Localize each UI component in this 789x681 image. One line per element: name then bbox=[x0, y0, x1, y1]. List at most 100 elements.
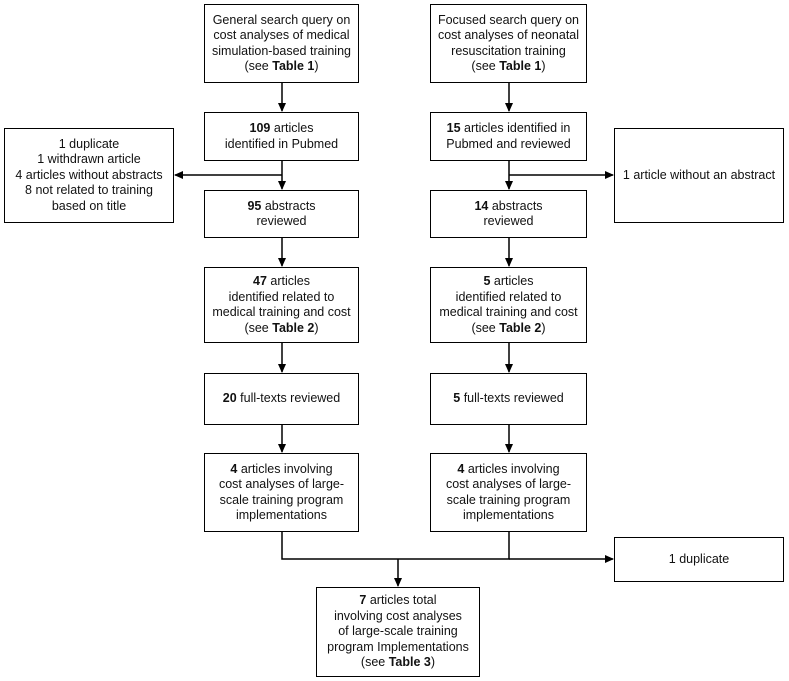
text-line: of large-scale training bbox=[327, 624, 469, 640]
text-segment: 1 article without an abstract bbox=[622, 167, 776, 182]
text-line: 1 duplicate bbox=[15, 137, 162, 153]
text-segment: simulation-based training bbox=[212, 43, 351, 58]
bold-text-segment: 5 bbox=[453, 391, 461, 406]
text-line: 1 withdrawn article bbox=[15, 152, 162, 168]
right-fulltext-text: 5 full-texts reviewed bbox=[453, 391, 563, 407]
text-segment: implementations bbox=[462, 508, 554, 522]
text-segment: (see bbox=[360, 655, 389, 670]
bold-text-segment: 20 bbox=[222, 391, 237, 406]
text-segment: full-texts reviewed bbox=[460, 391, 564, 406]
bold-text-segment: 47 bbox=[253, 274, 267, 288]
text-line: reviewed bbox=[474, 214, 542, 230]
text-line: Focused search query on bbox=[438, 13, 579, 29]
text-segment: implementations bbox=[235, 508, 327, 522]
text-line: cost analyses of neonatal bbox=[438, 28, 579, 44]
left-fulltext-box: 20 full-texts reviewed bbox=[204, 373, 359, 425]
text-line: cost analyses of large- bbox=[446, 477, 571, 493]
text-segment: of large-scale training bbox=[338, 624, 458, 639]
text-segment: General search query on bbox=[212, 12, 351, 27]
right-excluded-text: 1 article without an abstract bbox=[623, 168, 775, 184]
merge-connector bbox=[281, 532, 510, 560]
text-line: 14 abstracts bbox=[474, 199, 542, 215]
duplicate-box: 1 duplicate bbox=[614, 537, 784, 582]
text-segment: involving cost analyses bbox=[334, 608, 462, 623]
text-segment: ) bbox=[314, 59, 319, 73]
text-line: scale training program bbox=[446, 493, 571, 509]
text-line: 4 articles involving bbox=[219, 462, 344, 478]
bold-text-segment: 95 bbox=[247, 198, 262, 213]
text-line: (see Table 1) bbox=[212, 59, 351, 75]
text-segment: scale training program bbox=[446, 492, 571, 507]
bold-text-segment: 4 bbox=[230, 461, 238, 476]
text-segment: articles involving bbox=[237, 461, 333, 476]
text-line: 4 articles without abstracts bbox=[15, 168, 162, 184]
text-segment: cost analyses of neonatal bbox=[437, 28, 580, 42]
text-line: Pubmed and reviewed bbox=[446, 137, 570, 153]
text-segment: (see bbox=[471, 320, 500, 335]
text-line: cost analyses of medical bbox=[212, 28, 351, 44]
text-segment: cost analyses of large- bbox=[445, 477, 572, 491]
text-line: 5 full-texts reviewed bbox=[453, 391, 563, 407]
text-line: implementations bbox=[219, 508, 344, 524]
text-segment: abstracts bbox=[261, 198, 316, 213]
text-segment: ) bbox=[541, 320, 546, 335]
text-line: 1 article without an abstract bbox=[623, 168, 775, 184]
text-line: 95 abstracts bbox=[247, 199, 315, 215]
bold-text-segment: Table 1 bbox=[272, 59, 315, 73]
text-line: 8 not related to training bbox=[15, 183, 162, 199]
text-line: scale training program bbox=[219, 493, 344, 509]
text-segment: scale training program bbox=[219, 492, 344, 507]
text-segment: full-texts reviewed bbox=[236, 391, 341, 406]
bold-text-segment: Table 3 bbox=[388, 655, 431, 670]
bold-text-segment: Table 1 bbox=[499, 59, 542, 73]
text-line: medical training and cost bbox=[212, 305, 350, 321]
text-line: reviewed bbox=[247, 214, 315, 230]
text-segment: articles bbox=[266, 274, 310, 288]
text-line: resuscitation training bbox=[438, 44, 579, 60]
bold-text-segment: Table 2 bbox=[272, 320, 315, 335]
text-segment: medical training and cost bbox=[439, 305, 578, 319]
text-line: (see Table 3) bbox=[327, 655, 469, 671]
text-line: identified in Pubmed bbox=[225, 137, 338, 153]
duplicate-text: 1 duplicate bbox=[669, 552, 729, 568]
text-line: 47 articles bbox=[212, 274, 350, 290]
text-segment: identified in Pubmed bbox=[224, 136, 339, 151]
text-line: medical training and cost bbox=[439, 305, 577, 321]
text-segment: 4 articles without abstracts bbox=[15, 167, 163, 182]
text-segment: 1 duplicate bbox=[58, 136, 120, 151]
left-fulltext-text: 20 full-texts reviewed bbox=[223, 391, 340, 407]
text-line: 7 articles total bbox=[327, 593, 469, 609]
text-segment: cost analyses of large- bbox=[218, 477, 345, 491]
text-line: 1 duplicate bbox=[669, 552, 729, 568]
text-line: 20 full-texts reviewed bbox=[223, 391, 340, 407]
text-segment: (see bbox=[244, 59, 273, 73]
text-line: 109 articles bbox=[225, 121, 338, 137]
text-segment: 1 withdrawn article bbox=[37, 152, 141, 167]
text-segment: identified related to bbox=[228, 289, 335, 304]
text-segment: abstracts bbox=[488, 198, 543, 213]
text-line: identified related to bbox=[212, 290, 350, 306]
text-segment: articles bbox=[490, 274, 534, 288]
right-excluded-box: 1 article without an abstract bbox=[614, 128, 784, 223]
text-segment: reviewed bbox=[483, 214, 534, 228]
